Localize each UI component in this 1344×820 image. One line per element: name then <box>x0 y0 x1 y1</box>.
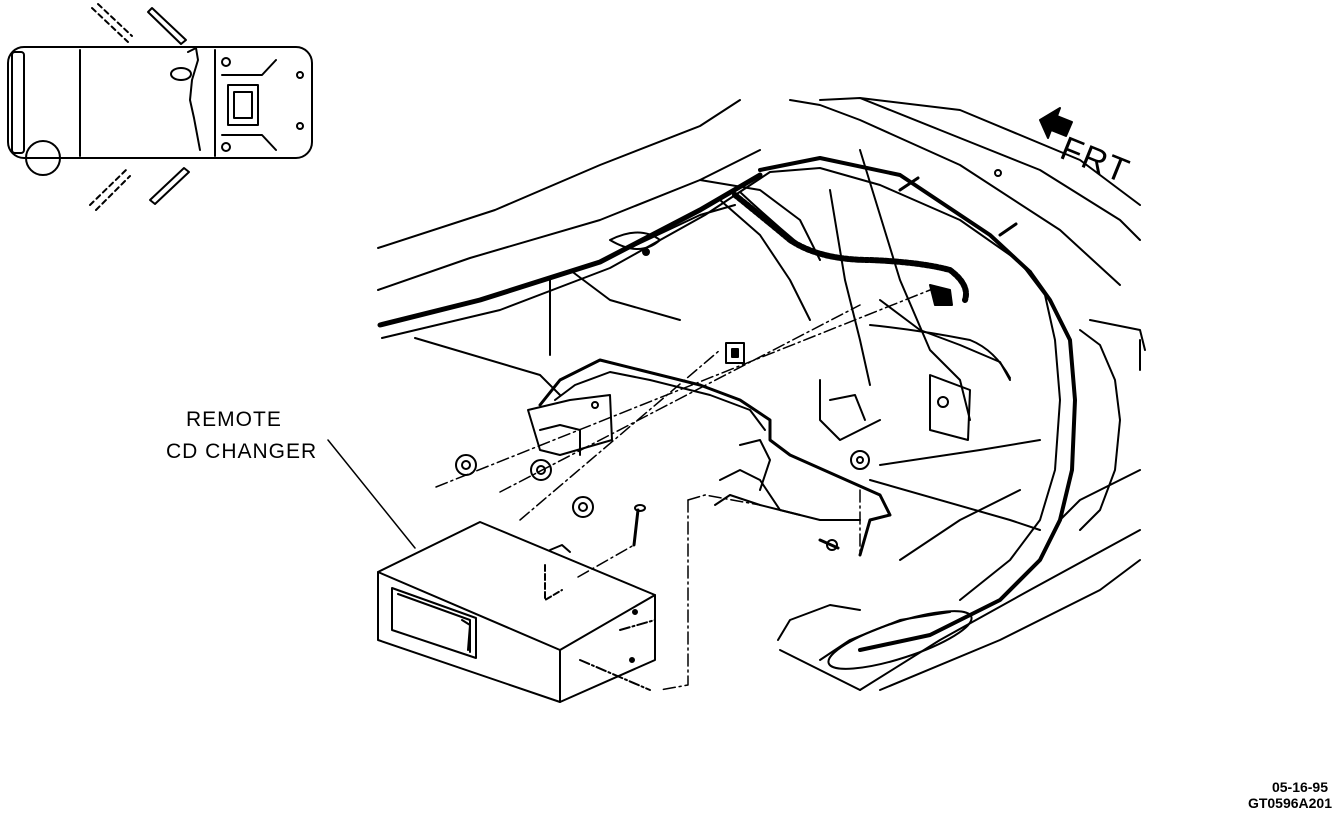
label-cd-changer: CD CHANGER <box>166 440 318 463</box>
alignment-lines <box>435 289 931 691</box>
wiring-harness <box>732 191 1011 379</box>
label-remote: REMOTE <box>186 408 282 431</box>
label-leader-line <box>327 439 416 549</box>
mounting-bracket <box>527 358 892 557</box>
footer-date: 05-16-95 <box>1271 779 1328 795</box>
cd-changer-unit <box>377 521 656 703</box>
vehicle-locator-icon <box>7 3 313 211</box>
trunk-compartment-outline <box>377 97 1146 691</box>
footer-drawing-code: GT0596A201 <box>1247 795 1332 811</box>
nut-fastener <box>455 342 870 551</box>
front-direction-arrow-icon <box>1039 107 1073 139</box>
